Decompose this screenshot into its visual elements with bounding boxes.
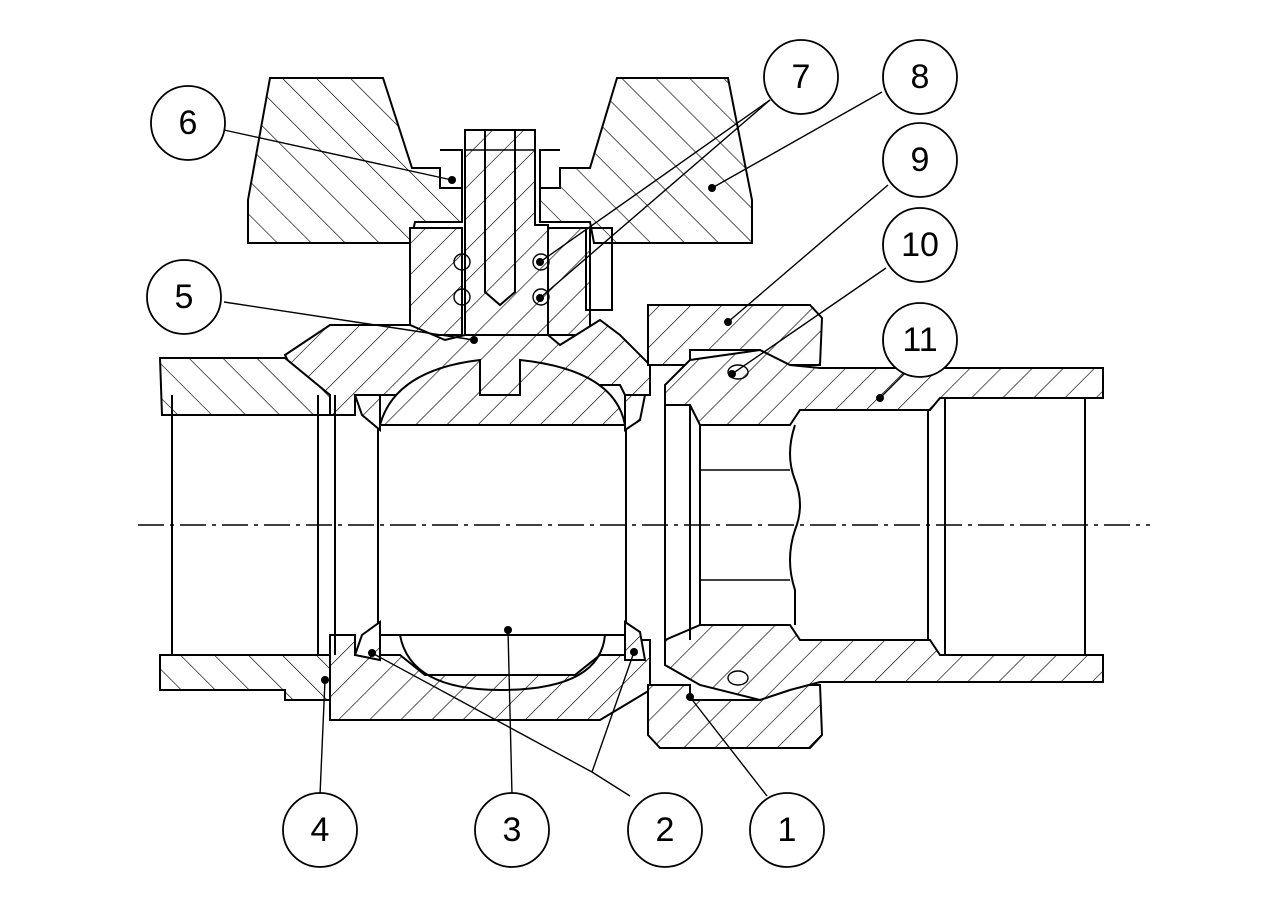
svg-text:1: 1 <box>778 811 797 849</box>
union-nut-part <box>647 304 824 749</box>
callout-11: 11 <box>882 302 958 378</box>
seat-rings-part <box>353 394 647 662</box>
callout-5: 5 <box>146 259 222 335</box>
left-end-connector-part <box>158 357 336 701</box>
svg-text:7: 7 <box>792 58 811 96</box>
handle-part <box>247 77 753 244</box>
union-tailpiece-part <box>664 348 1104 702</box>
svg-text:5: 5 <box>175 278 194 316</box>
svg-text:11: 11 <box>902 321 937 359</box>
callout-1: 1 <box>749 792 825 868</box>
leader-dots <box>321 176 884 701</box>
svg-text:9: 9 <box>911 141 930 179</box>
svg-text:6: 6 <box>179 104 198 142</box>
callout-9: 9 <box>882 122 958 198</box>
callout-3: 3 <box>474 792 550 868</box>
callout-8: 8 <box>882 39 958 115</box>
svg-text:8: 8 <box>911 58 930 96</box>
leader-lines <box>223 91 911 797</box>
stem-part <box>464 129 549 336</box>
svg-text:3: 3 <box>503 811 522 849</box>
callout-10: 10 <box>882 207 958 283</box>
callout-2: 2 <box>627 792 703 868</box>
callout-6: 6 <box>150 85 226 161</box>
callout-7: 7 <box>763 39 839 115</box>
callout-4: 4 <box>282 792 358 868</box>
ball-part <box>377 358 627 692</box>
svg-text:4: 4 <box>311 811 330 849</box>
svg-text:2: 2 <box>656 811 675 849</box>
svg-text:10: 10 <box>901 226 939 264</box>
